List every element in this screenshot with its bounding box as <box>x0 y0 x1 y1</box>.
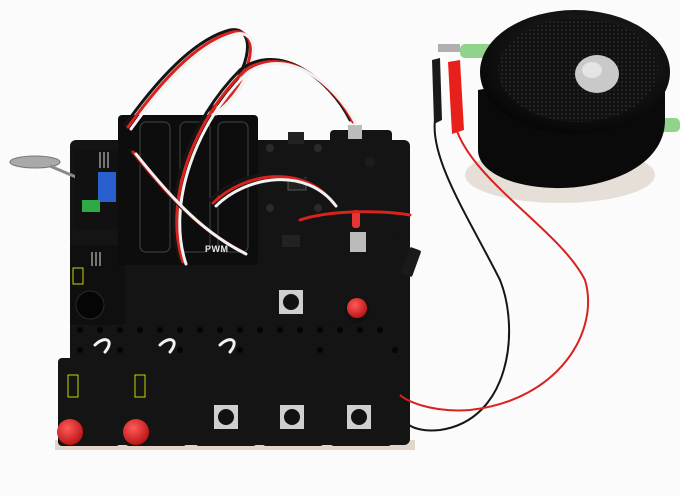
buzzer-module <box>70 245 125 325</box>
bottom-modules <box>57 358 392 446</box>
rotary-knob-module-2 <box>123 358 187 446</box>
servo-wires <box>93 28 412 354</box>
push-button-module-2 <box>262 358 324 446</box>
speaker <box>478 10 670 189</box>
force-sensor-pad <box>9 155 91 185</box>
potentiometer-module <box>75 150 125 230</box>
rotary-knob-module-top <box>330 232 395 325</box>
push-button-module-1 <box>195 358 257 446</box>
board-label-pwm: PWM <box>205 244 229 254</box>
alligator-clip-black <box>432 58 442 124</box>
ir-led-module <box>330 125 392 228</box>
rotary-knob-module-1 <box>57 358 120 446</box>
speaker-lead-wires <box>399 119 590 432</box>
push-button-module-top <box>262 235 327 325</box>
jumper-connector <box>401 247 421 277</box>
alligator-clip-red <box>448 60 464 134</box>
push-button-module-3 <box>330 358 392 446</box>
